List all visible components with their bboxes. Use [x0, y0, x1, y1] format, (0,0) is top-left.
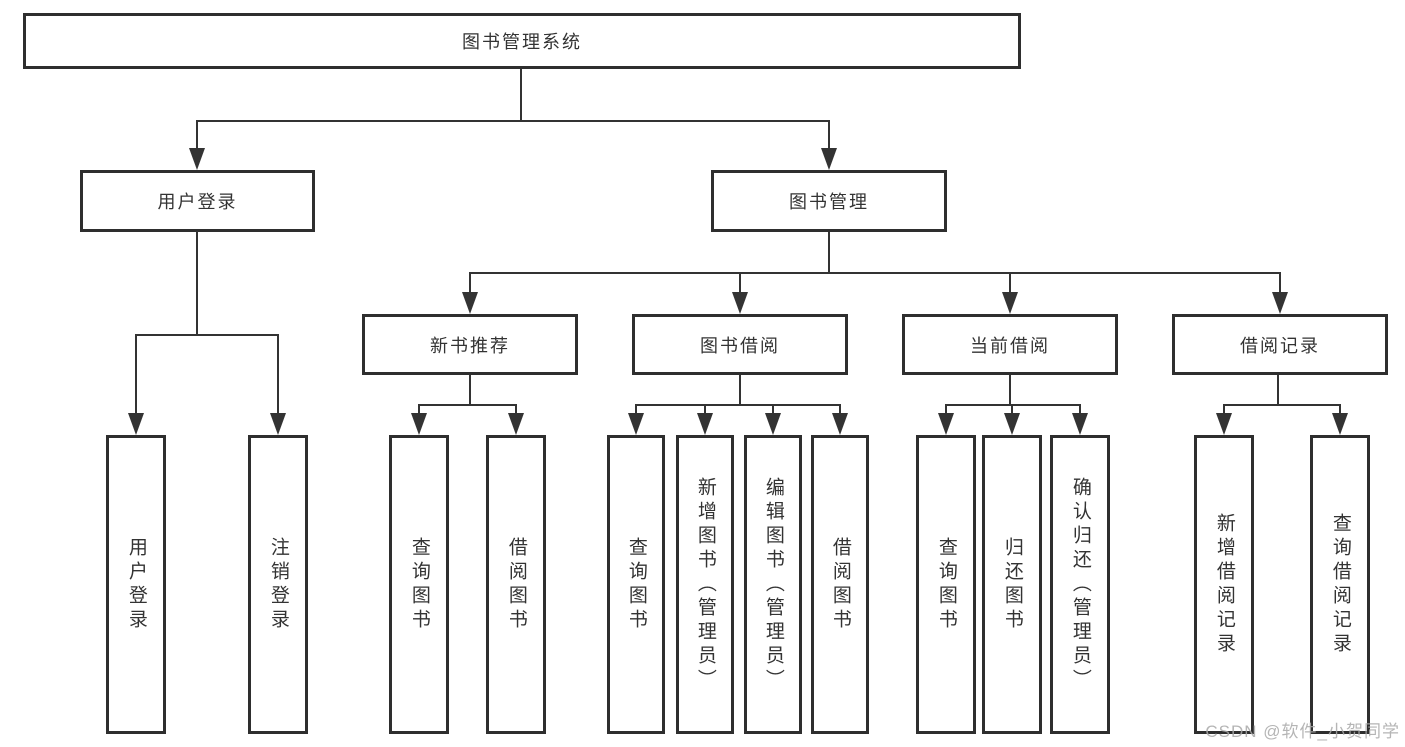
connector-line — [1011, 404, 1013, 418]
node-user-login: 用户登录 — [80, 170, 315, 232]
leaf-query-borrow-record: 查询借阅记录 — [1310, 435, 1370, 734]
connector-line — [828, 120, 830, 150]
node-root: 图书管理系统 — [23, 13, 1021, 69]
watermark-text: CSDN @软件_小贺同学 — [1205, 722, 1400, 741]
connector-line — [739, 375, 741, 406]
connector-line — [520, 69, 522, 122]
connector-line — [1339, 404, 1341, 418]
connector-line — [635, 404, 841, 406]
connector-line — [945, 404, 947, 418]
arrow-down-icon — [697, 413, 713, 435]
node-current-borrow: 当前借阅 — [902, 314, 1118, 375]
leaf-return-books: 归还图书 — [982, 435, 1042, 734]
connector-line — [469, 375, 471, 406]
arrow-down-icon — [832, 413, 848, 435]
connector-line — [635, 404, 637, 418]
connector-line — [1279, 272, 1281, 296]
arrow-down-icon — [628, 413, 644, 435]
connector-line — [196, 120, 830, 122]
connector-line — [1277, 375, 1279, 406]
arrow-down-icon — [938, 413, 954, 435]
connector-line — [515, 404, 517, 418]
connector-line — [772, 404, 774, 418]
leaf-user-login: 用户登录 — [106, 435, 166, 734]
arrow-down-icon — [462, 292, 478, 314]
connector-line — [1009, 272, 1011, 296]
arrow-down-icon — [1002, 292, 1018, 314]
connector-line — [469, 272, 1281, 274]
arrow-down-icon — [508, 413, 524, 435]
leaf-edit-book-admin: 编辑图书（管理员） — [744, 435, 802, 734]
connector-line — [945, 404, 1081, 406]
arrow-down-icon — [270, 413, 286, 435]
leaf-logout: 注销登录 — [248, 435, 308, 734]
connector-line — [418, 404, 420, 418]
node-borrow-records: 借阅记录 — [1172, 314, 1388, 375]
node-book-borrow: 图书借阅 — [632, 314, 848, 375]
connector-line — [1079, 404, 1081, 418]
arrow-down-icon — [189, 148, 205, 170]
leaf-query-books-recommend: 查询图书 — [389, 435, 449, 734]
arrow-down-icon — [821, 148, 837, 170]
leaf-query-books-borrow: 查询图书 — [607, 435, 665, 734]
arrow-down-icon — [1216, 413, 1232, 435]
connector-line — [839, 404, 841, 418]
arrow-down-icon — [411, 413, 427, 435]
connector-line — [1223, 404, 1225, 418]
leaf-borrow-books-recommend: 借阅图书 — [486, 435, 546, 734]
arrow-down-icon — [1072, 413, 1088, 435]
arrow-down-icon — [732, 292, 748, 314]
connector-line — [135, 334, 137, 418]
connector-line — [1223, 404, 1341, 406]
node-new-book-recommend: 新书推荐 — [362, 314, 578, 375]
leaf-add-borrow-record: 新增借阅记录 — [1194, 435, 1254, 734]
connector-line — [1009, 375, 1011, 406]
leaf-confirm-return-admin: 确认归还（管理员） — [1050, 435, 1110, 734]
connector-line — [828, 232, 830, 273]
arrow-down-icon — [128, 413, 144, 435]
connector-line — [469, 272, 471, 296]
arrow-down-icon — [765, 413, 781, 435]
connector-line — [196, 120, 198, 150]
connector-line — [418, 404, 517, 406]
arrow-down-icon — [1004, 413, 1020, 435]
connector-line — [196, 231, 198, 336]
connector-line — [277, 334, 279, 418]
node-book-management: 图书管理 — [711, 170, 947, 232]
leaf-add-book-admin: 新增图书（管理员） — [676, 435, 734, 734]
leaf-borrow-books-borrow: 借阅图书 — [811, 435, 869, 734]
connector-line — [135, 334, 279, 336]
connector-line — [704, 404, 706, 418]
connector-line — [739, 272, 741, 296]
arrow-down-icon — [1332, 413, 1348, 435]
arrow-down-icon — [1272, 292, 1288, 314]
leaf-query-books-current: 查询图书 — [916, 435, 976, 734]
